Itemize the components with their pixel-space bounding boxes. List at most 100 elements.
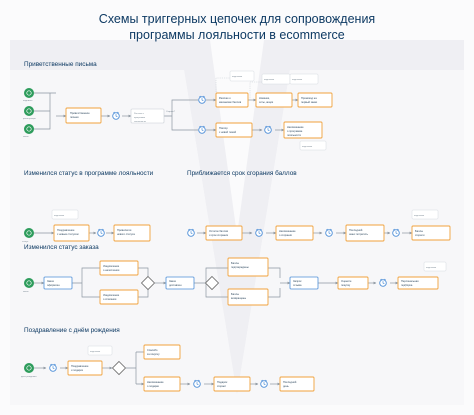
svg-text:и срок сгорания: и срок сгорания [209, 234, 229, 237]
email-box [113, 224, 151, 242]
svg-text:о программе: о программе [287, 130, 303, 133]
svg-text:Баллы: Баллы [231, 261, 239, 265]
section-title-birthday: Поздравление с днём рождения [24, 327, 120, 334]
svg-text:с новой темой: с новой темой [219, 130, 237, 134]
svg-text:подсказка: подсказка [54, 215, 65, 217]
svg-text:первый заказ: первый заказ [301, 100, 318, 104]
svg-text:заказ: заказ [23, 136, 28, 138]
svg-text:доставлен: доставлен [169, 284, 182, 287]
svg-text:возвращены: возвращены [231, 297, 246, 300]
email-box [227, 288, 269, 306]
svg-text:письмо: письмо [70, 116, 79, 119]
svg-text:подсказка: подсказка [292, 79, 303, 81]
decision-diamond [205, 276, 219, 290]
clock-icon [187, 228, 195, 237]
decision-diamond [141, 276, 155, 290]
svg-text:подсказка: подсказка [414, 215, 425, 217]
svg-text:подсказка: подсказка [90, 351, 101, 353]
section-title-order-status: Изменился статус заказа [24, 244, 99, 251]
svg-text:Привилегии: Привилегии [117, 228, 132, 232]
svg-text:Спасибо: Спасибо [147, 348, 158, 352]
svg-text:Баллы: Баллы [231, 292, 239, 296]
svg-text:Заказ: Заказ [169, 279, 177, 283]
clock-icon [325, 228, 333, 237]
clock-icon [392, 228, 400, 237]
svg-text:Последний: Последний [349, 228, 363, 232]
email-box [205, 225, 243, 241]
email-box [279, 376, 315, 392]
svg-text:лояльности: лояльности [134, 121, 147, 123]
svg-text:с новым статусом: с новым статусом [57, 233, 79, 236]
clock-icon [193, 379, 201, 388]
email-box [227, 257, 269, 277]
svg-text:день: день [283, 385, 289, 388]
svg-text:и подарок: и подарок [71, 369, 84, 372]
clock-icon [112, 111, 120, 120]
welcome-flow: подписка регистрация заказ Приветственно… [23, 70, 333, 151]
start-node-icon [23, 227, 35, 239]
svg-text:Остаток баллов: Остаток баллов [209, 229, 229, 233]
svg-text:Персональная: Персональная [401, 279, 419, 283]
start-node-icon [23, 87, 35, 99]
clock-icon [379, 278, 387, 287]
email-box [283, 121, 323, 139]
svg-text:заказ: заказ [23, 291, 28, 293]
svg-text:Баллы: Баллы [415, 229, 423, 233]
svg-text:Рассказ о: Рассказ о [219, 96, 231, 100]
email-box [215, 122, 253, 138]
email-box [411, 225, 451, 241]
svg-text:Открыл?: Открыл? [166, 111, 176, 113]
loyalty-status-flow: статус Поздравление с новым статусом под… [22, 209, 151, 243]
svg-text:Заказ: Заказ [47, 279, 55, 283]
svg-text:Подарок: Подарок [217, 380, 228, 384]
svg-text:подсказка: подсказка [426, 267, 437, 269]
clock-icon [255, 228, 263, 237]
svg-text:за покупку: за покупку [147, 353, 160, 356]
section-title-loyalty-status: Изменился статус в программе лояльности [24, 170, 154, 177]
svg-text:Уведомление: Уведомление [103, 264, 120, 268]
svg-text:Новинки,: Новинки, [259, 96, 270, 100]
svg-text:Уведомление: Уведомление [103, 293, 120, 297]
section-title-points-expiry: Приближается срок сгорания баллов [187, 170, 297, 177]
svg-text:Рассказ о: Рассказ о [134, 113, 145, 115]
svg-text:Промокод на: Промокод на [301, 96, 317, 100]
email-box [275, 225, 314, 241]
clock-icon [198, 95, 206, 104]
diagram-subtitle: программы лояльности в ecommerce [129, 28, 345, 42]
diagram-title: Схемы триггерных цепочек для сопровожден… [98, 12, 376, 26]
svg-text:Повтор: Повтор [219, 126, 228, 130]
email-box [397, 276, 439, 290]
email-box [99, 260, 139, 276]
email-box [67, 360, 103, 376]
svg-text:о сгорании: о сгорании [279, 234, 293, 237]
svg-text:Оцените: Оцените [341, 279, 352, 283]
svg-text:статус: статус [22, 241, 29, 243]
svg-text:Последний: Последний [283, 380, 297, 384]
svg-text:покупку: покупку [341, 284, 351, 287]
email-box [297, 92, 333, 108]
email-box [337, 276, 369, 290]
svg-text:Поздравление: Поздравление [57, 228, 75, 232]
email-box [53, 224, 90, 242]
email-box [215, 92, 249, 108]
svg-text:Напоминание: Напоминание [147, 380, 164, 384]
svg-text:Запрос: Запрос [293, 279, 302, 283]
clock-icon [264, 125, 272, 134]
email-box [65, 107, 102, 124]
start-node-icon [23, 362, 35, 374]
section-title-welcome: Приветственные письма [24, 61, 97, 68]
svg-text:подписка: подписка [23, 100, 33, 102]
svg-text:отзыва: отзыва [293, 284, 302, 287]
svg-text:подтверждены: подтверждены [231, 266, 249, 269]
svg-text:программе: программе [134, 117, 146, 119]
email-box [99, 289, 139, 305]
birthday-flow: день рождения Поздравление и подарок под… [21, 344, 315, 392]
svg-text:оформлен: оформлен [47, 283, 60, 287]
svg-text:Напоминание: Напоминание [279, 229, 296, 233]
clock-icon [260, 379, 268, 388]
svg-text:Приветственное: Приветственное [70, 111, 90, 115]
svg-text:о подарке: о подарке [147, 385, 160, 388]
svg-text:Напоминание: Напоминание [287, 125, 304, 129]
